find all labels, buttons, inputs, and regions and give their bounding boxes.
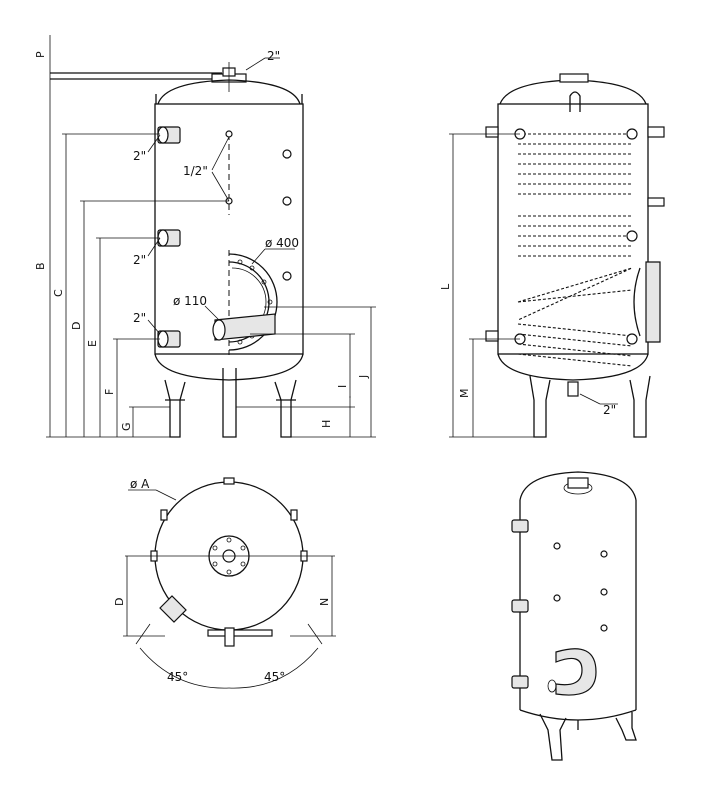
drawing-labels: P B C D E F G H I J L M N D 2" 2" 2" 2" … [34, 49, 616, 684]
label-thread-1: 2" [133, 149, 146, 163]
label-j: J [357, 375, 370, 379]
label-e: E [86, 340, 99, 347]
label-thread-half: 1/2" [183, 164, 208, 178]
label-c: C [52, 289, 65, 297]
label-m: M [458, 389, 471, 399]
label-p: P [34, 51, 47, 58]
label-l: L [439, 283, 452, 290]
label-dia-400: ø 400 [265, 236, 299, 250]
isometric-view [511, 471, 637, 761]
label-i: I [336, 385, 349, 388]
label-thread-3: 2" [133, 311, 146, 325]
label-h: H [320, 420, 333, 428]
label-dia-110: ø 110 [173, 294, 207, 308]
front-elevation-view [46, 35, 376, 438]
front-nozzle-middle [157, 229, 181, 247]
label-angle-left: 45° [167, 670, 188, 684]
front-nozzle-lower [157, 330, 181, 348]
coil-lower [514, 323, 638, 367]
plan-view [123, 477, 336, 689]
front-manhole-flange [228, 250, 278, 355]
front-nozzle-upper [157, 126, 181, 144]
label-b: B [34, 262, 47, 270]
label-thread-top: 2" [267, 49, 280, 63]
label-d-plan: D [113, 598, 126, 606]
label-f: F [103, 389, 116, 395]
label-g: G [120, 422, 133, 431]
label-angle-right: 45° [264, 670, 285, 684]
label-thread-2: 2" [133, 253, 146, 267]
label-dia-a: ø A [130, 477, 150, 491]
label-thread-side: 2" [603, 403, 616, 417]
label-n: N [318, 598, 331, 606]
front-dimension-lines [46, 35, 376, 438]
label-d: D [70, 322, 83, 330]
section-view-coils [449, 73, 665, 438]
coil-upper [514, 128, 638, 257]
